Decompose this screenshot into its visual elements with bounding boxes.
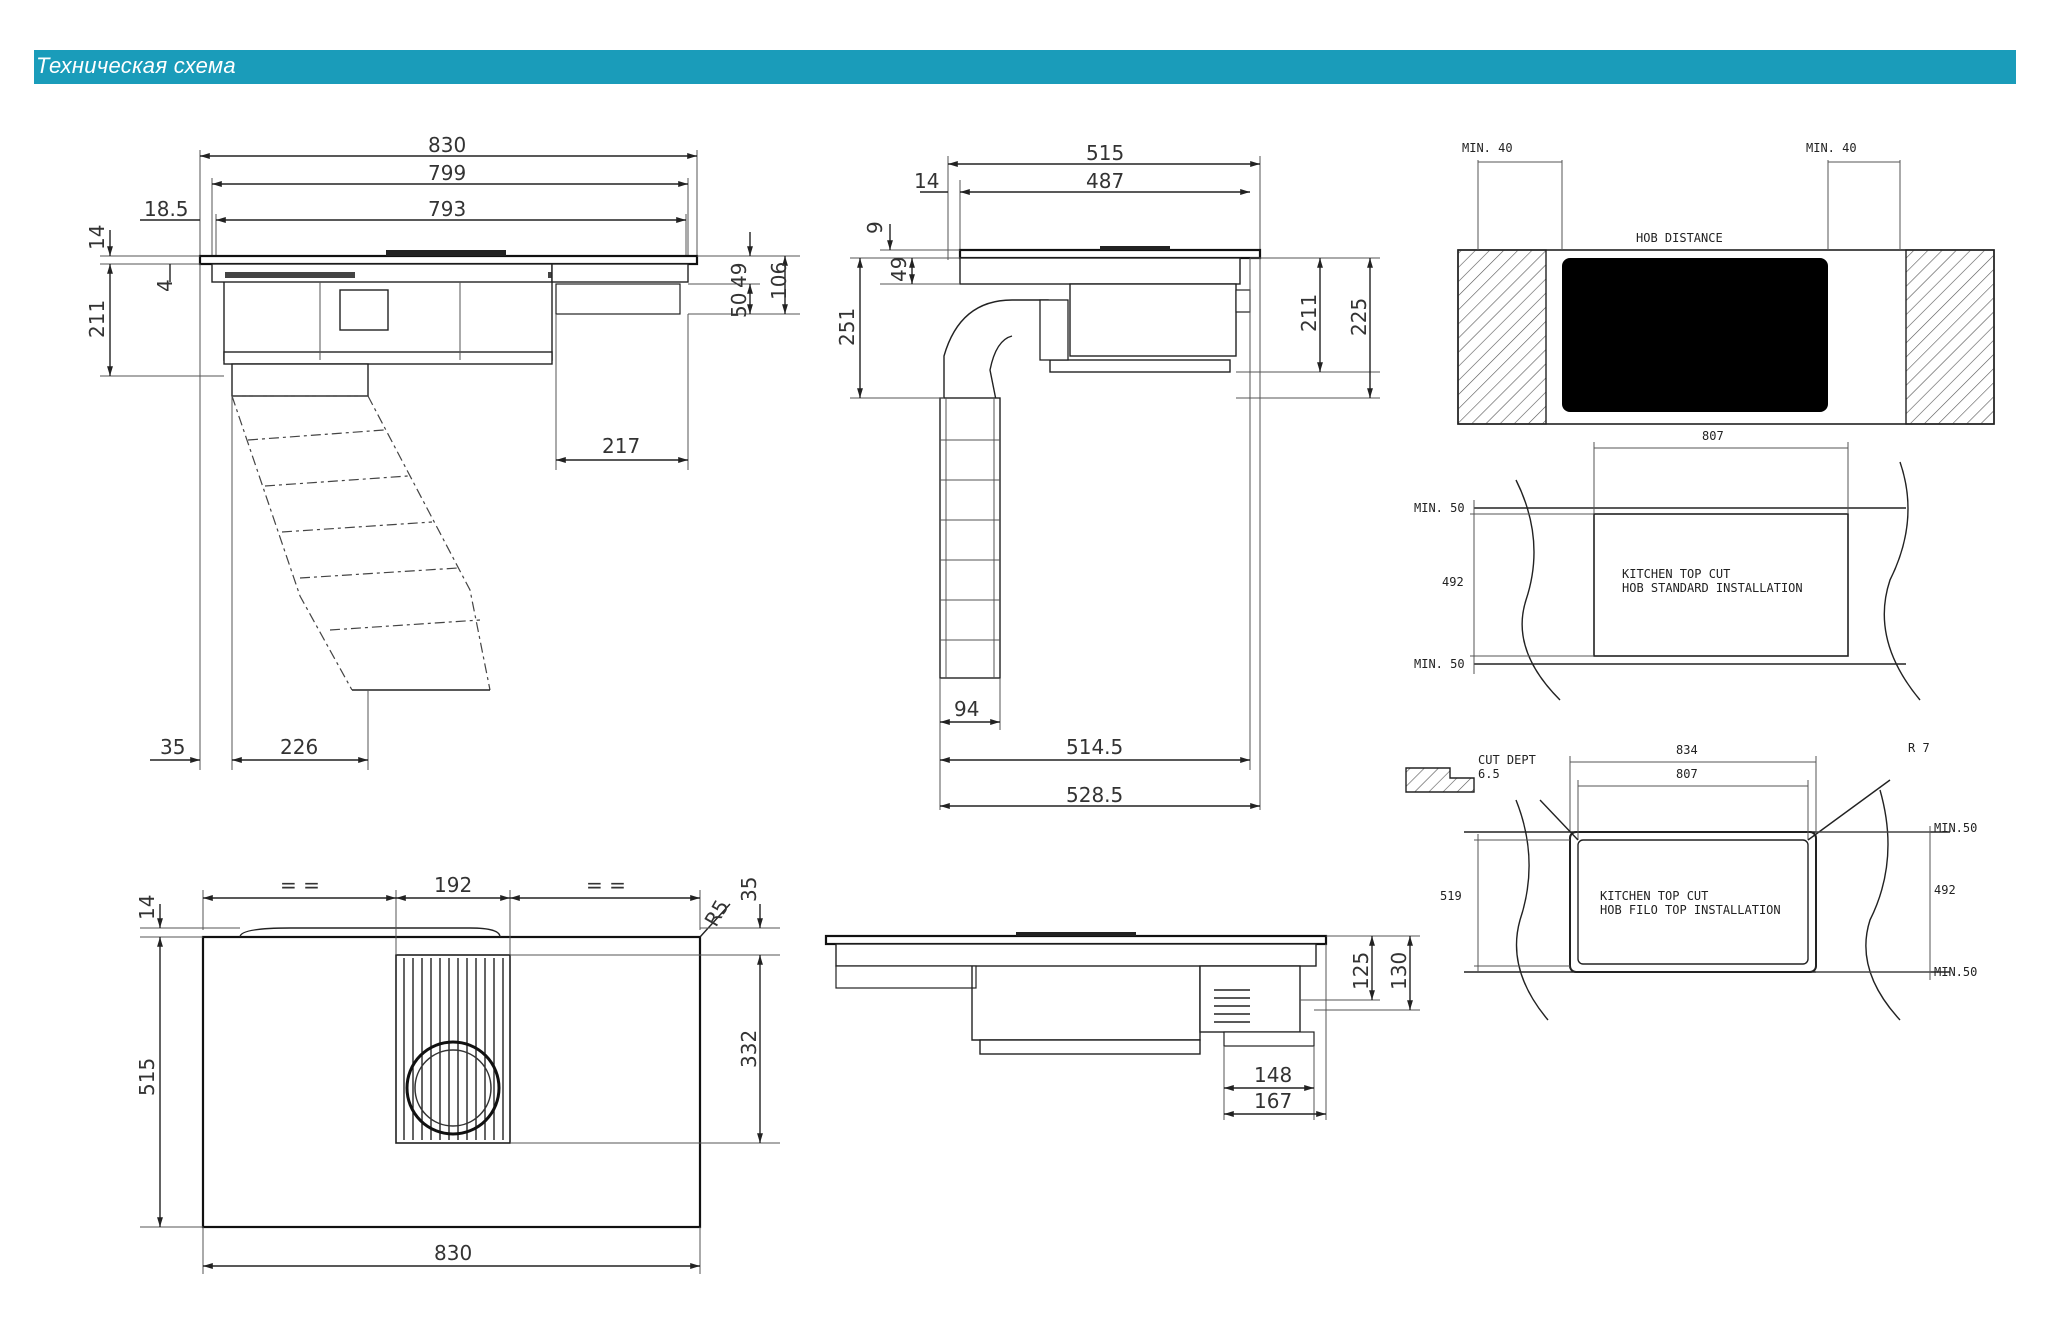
- dim-50: 50: [727, 293, 751, 318]
- min-50-top-label: MIN. 50: [1414, 501, 1465, 515]
- dim-r5: R5: [700, 895, 734, 930]
- dim-35b: 35: [737, 877, 761, 902]
- dim-226: 226: [280, 735, 318, 759]
- dim-130: 130: [1387, 952, 1411, 990]
- dim-515: 515: [1086, 141, 1124, 165]
- width-807-label: 807: [1702, 429, 1724, 443]
- dim-830: 830: [428, 133, 466, 157]
- fan-slats: [1214, 989, 1250, 1023]
- flush-cut-label-1: KITCHEN TOP CUT: [1600, 889, 1708, 903]
- dim-487: 487: [1086, 169, 1124, 193]
- dim-225: 225: [1347, 298, 1371, 336]
- dim-167: 167: [1254, 1089, 1292, 1113]
- dim-528-5: 528.5: [1066, 783, 1123, 807]
- dim-4: 4: [153, 279, 177, 292]
- standard-cut-label-2: HOB STANDARD INSTALLATION: [1622, 581, 1803, 595]
- dim-14c: 14: [135, 895, 159, 920]
- inner-depth-492-label: 492: [1934, 883, 1956, 897]
- dim-eq-right: = =: [586, 873, 626, 897]
- side-view: 830 799 793 18.5: [85, 133, 800, 770]
- dim-125: 125: [1349, 952, 1373, 990]
- dim-35: 35: [160, 735, 185, 759]
- dim-793: 793: [428, 197, 466, 221]
- depth-492-label: 492: [1442, 575, 1464, 589]
- dim-18-5: 18.5: [144, 197, 189, 221]
- dim-9: 9: [863, 221, 887, 234]
- dim-799: 799: [428, 161, 466, 185]
- dim-217: 217: [602, 434, 640, 458]
- min-50-bottom-label: MIN. 50: [1414, 657, 1465, 671]
- flush-cut-view: CUT DEPT 6.5 834 807 R 7 MIN.50 492 MIN.…: [1405, 741, 1977, 1021]
- dim-49b: 49: [887, 257, 911, 282]
- hob-distance-view: MIN. 40 MIN. 40 HOB DISTANCE: [1457, 141, 1995, 425]
- dim-14b: 14: [914, 169, 939, 193]
- flush-cut-label-2: HOB FILO TOP INSTALLATION: [1600, 903, 1781, 917]
- dim-332: 332: [737, 1030, 761, 1068]
- dim-211b: 211: [1297, 294, 1321, 332]
- dim-49: 49: [727, 263, 751, 288]
- standard-cut-view: 807 MIN. 50 492 MIN. 50 KITCHEN TOP CUT …: [1414, 429, 1921, 701]
- top-view: = = 192 = = 14 515 R5 35 332 830: [135, 873, 780, 1274]
- dim-192: 192: [434, 873, 472, 897]
- section-title: Техническая схема: [36, 53, 236, 78]
- dim-251: 251: [835, 308, 859, 346]
- side-view-2: 125 130 148 167: [824, 932, 1420, 1120]
- outer-width-834-label: 834: [1676, 743, 1698, 757]
- cut-depth-label-1: CUT DEPT: [1478, 753, 1536, 767]
- dim-514-5: 514.5: [1066, 735, 1123, 759]
- cut-depth-label-2: 6.5: [1478, 767, 1500, 781]
- dim-eq-left: = =: [280, 873, 320, 897]
- standard-cut-label-1: KITCHEN TOP CUT: [1622, 567, 1730, 581]
- dim-515b: 515: [135, 1058, 159, 1096]
- dim-14: 14: [85, 225, 109, 250]
- dim-211: 211: [85, 300, 109, 338]
- min-40-right-label: MIN. 40: [1806, 141, 1857, 155]
- outer-depth-519-label: 519: [1440, 889, 1462, 903]
- hob-surface: [1562, 258, 1828, 412]
- min-50-bottom-flush-label: MIN.50: [1934, 965, 1977, 979]
- hob-distance-label: HOB DISTANCE: [1636, 231, 1723, 245]
- dim-830b: 830: [434, 1241, 472, 1265]
- min-50-top-flush-label: MIN.50: [1934, 821, 1977, 835]
- min-40-left-label: MIN. 40: [1462, 141, 1513, 155]
- dim-94: 94: [954, 697, 979, 721]
- section-header-bar: Техническая схема: [34, 50, 2016, 84]
- radius-r7-label: R 7: [1908, 741, 1930, 755]
- dim-148: 148: [1254, 1063, 1292, 1087]
- front-view: 515 487 14 9 49 251: [835, 141, 1380, 810]
- inner-width-807-label: 807: [1676, 767, 1698, 781]
- dim-106: 106: [767, 262, 791, 300]
